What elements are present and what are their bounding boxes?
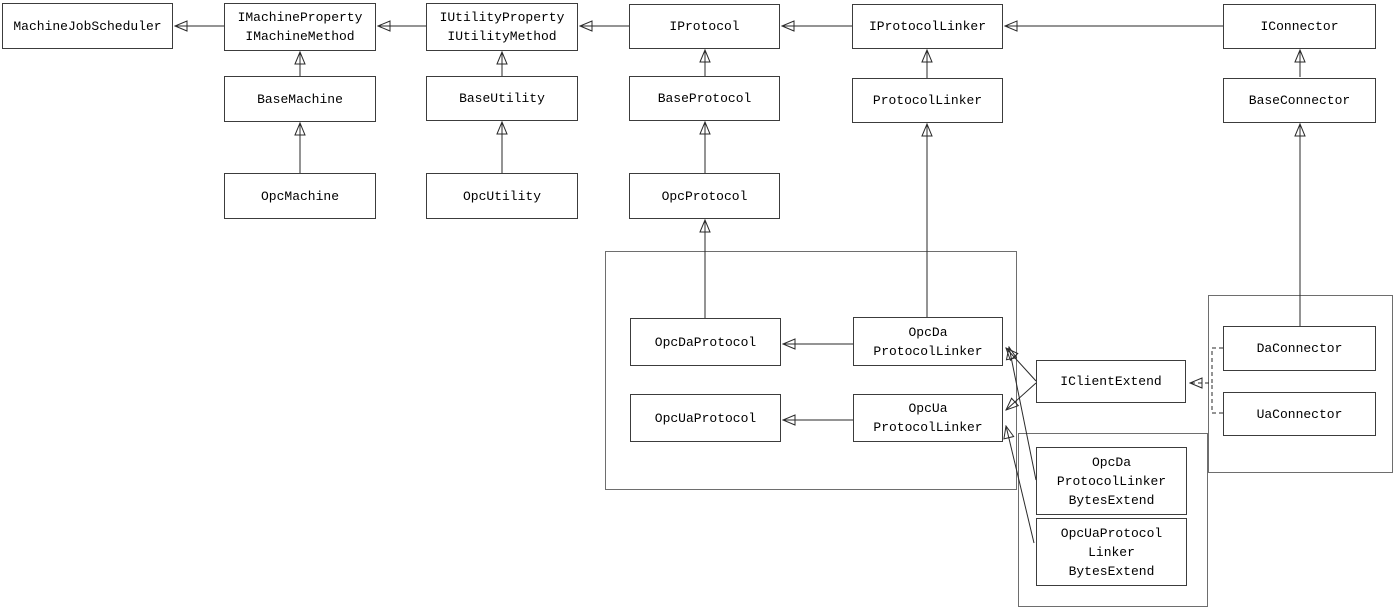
class-box-baseconnector: BaseConnector: [1223, 78, 1376, 123]
class-label: DaConnector: [1256, 341, 1343, 356]
class-label: UaConnector: [1256, 406, 1343, 422]
class-box-opcdaprotocol: OpcDaProtocol: [630, 318, 781, 366]
class-label: BaseProtocol: [657, 91, 752, 106]
class-box-uaconnector: UaConnector: [1223, 392, 1376, 436]
class-box-iprotocol: IProtocol: [629, 4, 780, 49]
class-label: IUtilityMethod: [447, 29, 557, 44]
class-label: OpcUaProtocol: [1060, 525, 1163, 541]
class-box-iutility-property-method: IUtilityProperty IUtilityMethod: [426, 3, 578, 51]
class-box-opcuaprotocol: OpcUaProtocol: [630, 394, 781, 442]
class-label: BytesExtend: [1068, 563, 1155, 579]
class-label: OpcDa: [1091, 454, 1131, 470]
class-box-opcua-protocol-linker-bytesextend: OpcUaProtocol Linker BytesExtend: [1036, 518, 1187, 586]
class-label: BaseMachine: [257, 91, 343, 107]
class-label: OpcDaProtocol: [654, 334, 757, 350]
class-box-iclientextend: IClientExtend: [1036, 360, 1186, 403]
group-opc-protocol-layer: [605, 251, 1017, 490]
class-label: ProtocolLinker: [873, 420, 983, 435]
class-box-baseprotocol: BaseProtocol: [629, 76, 780, 121]
class-box-machine-job-scheduler: MachineJobScheduler: [2, 3, 173, 49]
class-box-opcda-protocollinker-bytesextend: OpcDa ProtocolLinker BytesExtend: [1036, 447, 1187, 515]
class-box-protocollinker: ProtocolLinker: [852, 78, 1003, 123]
class-box-basemachine: BaseMachine: [224, 76, 376, 122]
class-label: MachineJobScheduler: [13, 18, 162, 34]
class-label: ProtocolLinker: [1056, 473, 1167, 489]
class-label: IClientExtend: [1060, 374, 1162, 389]
group-bytes-extend: [1018, 433, 1208, 607]
class-label: OpcDa: [908, 324, 948, 340]
class-label: IProtocol: [669, 19, 740, 34]
class-box-opcua-protocollinker: OpcUa ProtocolLinker: [853, 394, 1003, 442]
class-label: ProtocolLinker: [873, 343, 983, 359]
class-label: ProtocolLinker: [872, 93, 983, 108]
class-label: Linker: [1088, 544, 1135, 560]
class-label: IConnector: [1260, 19, 1339, 34]
class-box-iconnector: IConnector: [1223, 4, 1376, 49]
class-label: BytesExtend: [1068, 492, 1155, 508]
class-box-daconnector: DaConnector: [1223, 326, 1376, 371]
class-label: IUtilityProperty: [439, 10, 565, 25]
edge-association-opcdabytesextend-to-opcdaprotocollinker: [1009, 347, 1037, 481]
class-label: OpcMachine: [260, 188, 339, 204]
class-box-opcda-protocollinker: OpcDa ProtocolLinker: [853, 317, 1003, 366]
class-label: OpcUa: [908, 401, 948, 416]
class-box-iprotocollinker: IProtocolLinker: [852, 4, 1003, 49]
class-label: OpcUaProtocol: [654, 410, 757, 426]
class-label: IMachineMethod: [245, 29, 355, 44]
class-label: BaseConnector: [1248, 93, 1351, 108]
class-label: BaseUtility: [459, 91, 545, 106]
class-box-opcutility: OpcUtility: [426, 173, 578, 219]
class-label: OpcUtility: [462, 188, 541, 204]
class-box-opcprotocol: OpcProtocol: [629, 173, 780, 219]
class-box-opcmachine: OpcMachine: [224, 173, 376, 219]
edge-association-iclientextend-to-opcuaprotocollinker: [1006, 382, 1037, 410]
edge-realization-uaconnector-to-iclientextend: [1211, 383, 1223, 414]
class-label: OpcProtocol: [661, 188, 748, 204]
class-box-imachine-property-method: IMachineProperty IMachineMethod: [224, 3, 376, 51]
class-label: IMachineProperty: [237, 10, 363, 25]
class-box-baseutility: BaseUtility: [426, 76, 578, 121]
class-label: IProtocolLinker: [868, 19, 987, 34]
edge-association-opcuabytesextend-to-opcuaprotocollinker: [1006, 426, 1035, 544]
edge-realization-daconnector-to-iclientextend: [1190, 347, 1223, 383]
